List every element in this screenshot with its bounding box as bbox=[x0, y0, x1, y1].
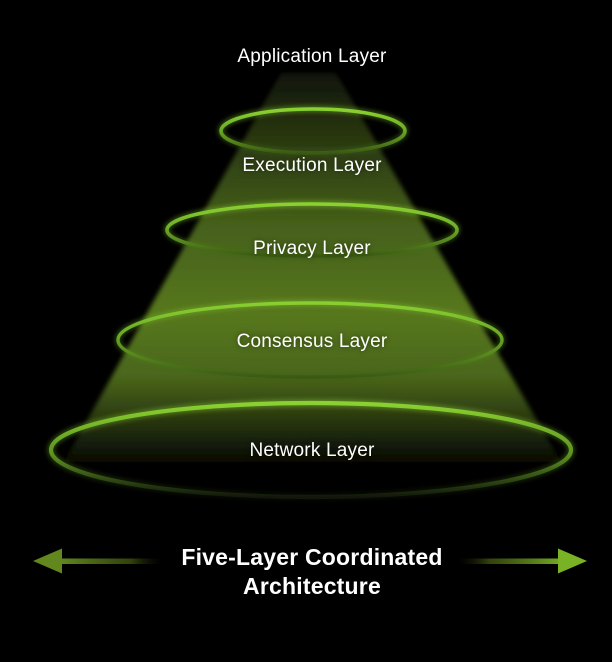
privacy-ring bbox=[165, 202, 459, 258]
network-ring bbox=[48, 400, 574, 500]
layer-label-privacy: Privacy Layer bbox=[253, 238, 371, 259]
execution-ring bbox=[219, 107, 407, 155]
left-arrow-icon bbox=[33, 548, 162, 574]
consensus-ring bbox=[116, 301, 504, 379]
caption-line-1: Five-Layer Coordinated bbox=[181, 544, 443, 570]
layer-label-execution: Execution Layer bbox=[242, 155, 382, 176]
right-arrow-icon bbox=[458, 548, 587, 574]
diagram-caption: Five-Layer Coordinated Architecture bbox=[0, 543, 612, 601]
caption-line-2: Architecture bbox=[243, 573, 381, 599]
layer-label-network: Network Layer bbox=[249, 440, 375, 461]
layer-label-consensus: Consensus Layer bbox=[236, 331, 388, 352]
layer-label-application: Application Layer bbox=[237, 46, 387, 67]
